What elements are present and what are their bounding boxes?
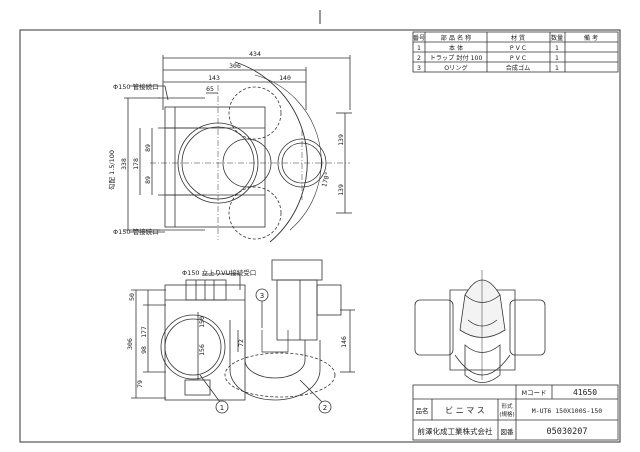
title-block	[412, 384, 619, 441]
name-label: 品名	[416, 406, 429, 415]
table-row-1-qty: 1	[555, 45, 559, 52]
table-row-2-name: トラップ 封付 100	[430, 54, 483, 62]
name-value: ビ ニ マ ス	[445, 406, 485, 415]
table-row-3-material: 合成ゴム	[506, 64, 531, 72]
table-header-qty: 数量	[551, 34, 563, 42]
section-top-label: Φ150 立上りVU接続受口	[182, 268, 256, 277]
model-value: M-UT6 150X100S-150	[532, 407, 603, 415]
section-dim-306: 306	[126, 338, 134, 350]
section-view	[131, 259, 355, 403]
section-dim-156: 156	[198, 344, 206, 356]
balloon-2: 2	[318, 400, 332, 414]
plan-dim-139-top: 139	[337, 134, 345, 146]
plan-dim-65: 65	[206, 85, 214, 93]
table-header-note: 備 考	[584, 34, 598, 42]
balloon-2-label: 2	[323, 404, 327, 412]
balloon-1-label: 1	[220, 404, 224, 412]
table-row-2-material: P V C	[510, 55, 526, 62]
section-dim-177: 177	[140, 326, 148, 338]
plan-dim-178: 178	[132, 158, 140, 170]
plan-dim-434: 434	[249, 50, 261, 58]
plan-dim-143: 143	[208, 74, 220, 82]
table-row-2-no: 2	[417, 55, 421, 62]
table-header-name: 部 品 名 称	[441, 34, 472, 42]
balloon-3: 3	[255, 288, 269, 302]
table-row-1-name: 本 体	[449, 44, 464, 52]
table-row-1-material: P V C	[510, 45, 526, 52]
model-label-1: 形式	[501, 402, 513, 410]
section-dim-50: 50	[128, 293, 136, 301]
sheet-border	[19, 29, 621, 443]
mcode-label: Mコード	[521, 389, 546, 397]
plan-dim-338: 338	[120, 158, 128, 170]
mcode-value: 41650	[573, 388, 597, 397]
plan-dim-140: 140	[279, 74, 291, 82]
plan-slope-label: 勾配 1.5/100	[107, 150, 116, 190]
drawing-no-label: 図番	[501, 428, 515, 436]
plan-dim-angle: 170°	[320, 171, 332, 188]
table-header-no: 番号	[413, 35, 425, 42]
table-header-material: 材 質	[511, 34, 525, 42]
section-dim-98: 98	[140, 346, 148, 354]
company-name: 前澤化成工業株式会社	[418, 426, 493, 436]
section-dim-146: 146	[340, 336, 348, 348]
plan-dim-139-bottom: 139	[337, 184, 345, 196]
section-dim-72: 72	[237, 339, 245, 347]
model-label-2: (規格)	[499, 410, 514, 418]
balloon-1: 1	[215, 400, 229, 414]
plan-dim-89-top: 89	[144, 144, 152, 152]
balloon-3-label: 3	[260, 292, 264, 300]
plan-dim-306: 306	[229, 62, 241, 70]
plan-inlet-bottom-label: Φ150 管接続口	[113, 227, 159, 236]
plan-inlet-top-label: Φ150 管接続口	[113, 82, 159, 91]
section-dim-150: 150	[198, 316, 206, 328]
section-dim-79: 79	[136, 380, 144, 388]
table-row-2-qty: 1	[555, 55, 559, 62]
parts-table	[412, 31, 619, 73]
table-row-1-no: 1	[417, 45, 421, 52]
drawing-no-value: 05030207	[547, 427, 588, 437]
plan-view	[124, 55, 352, 243]
plan-dim-89-bottom: 89	[144, 176, 152, 184]
table-row-3-qty: 1	[555, 65, 559, 72]
table-row-3-no: 3	[417, 65, 421, 72]
table-row-3-name: Oリング	[444, 64, 467, 72]
isometric-view	[414, 270, 546, 383]
